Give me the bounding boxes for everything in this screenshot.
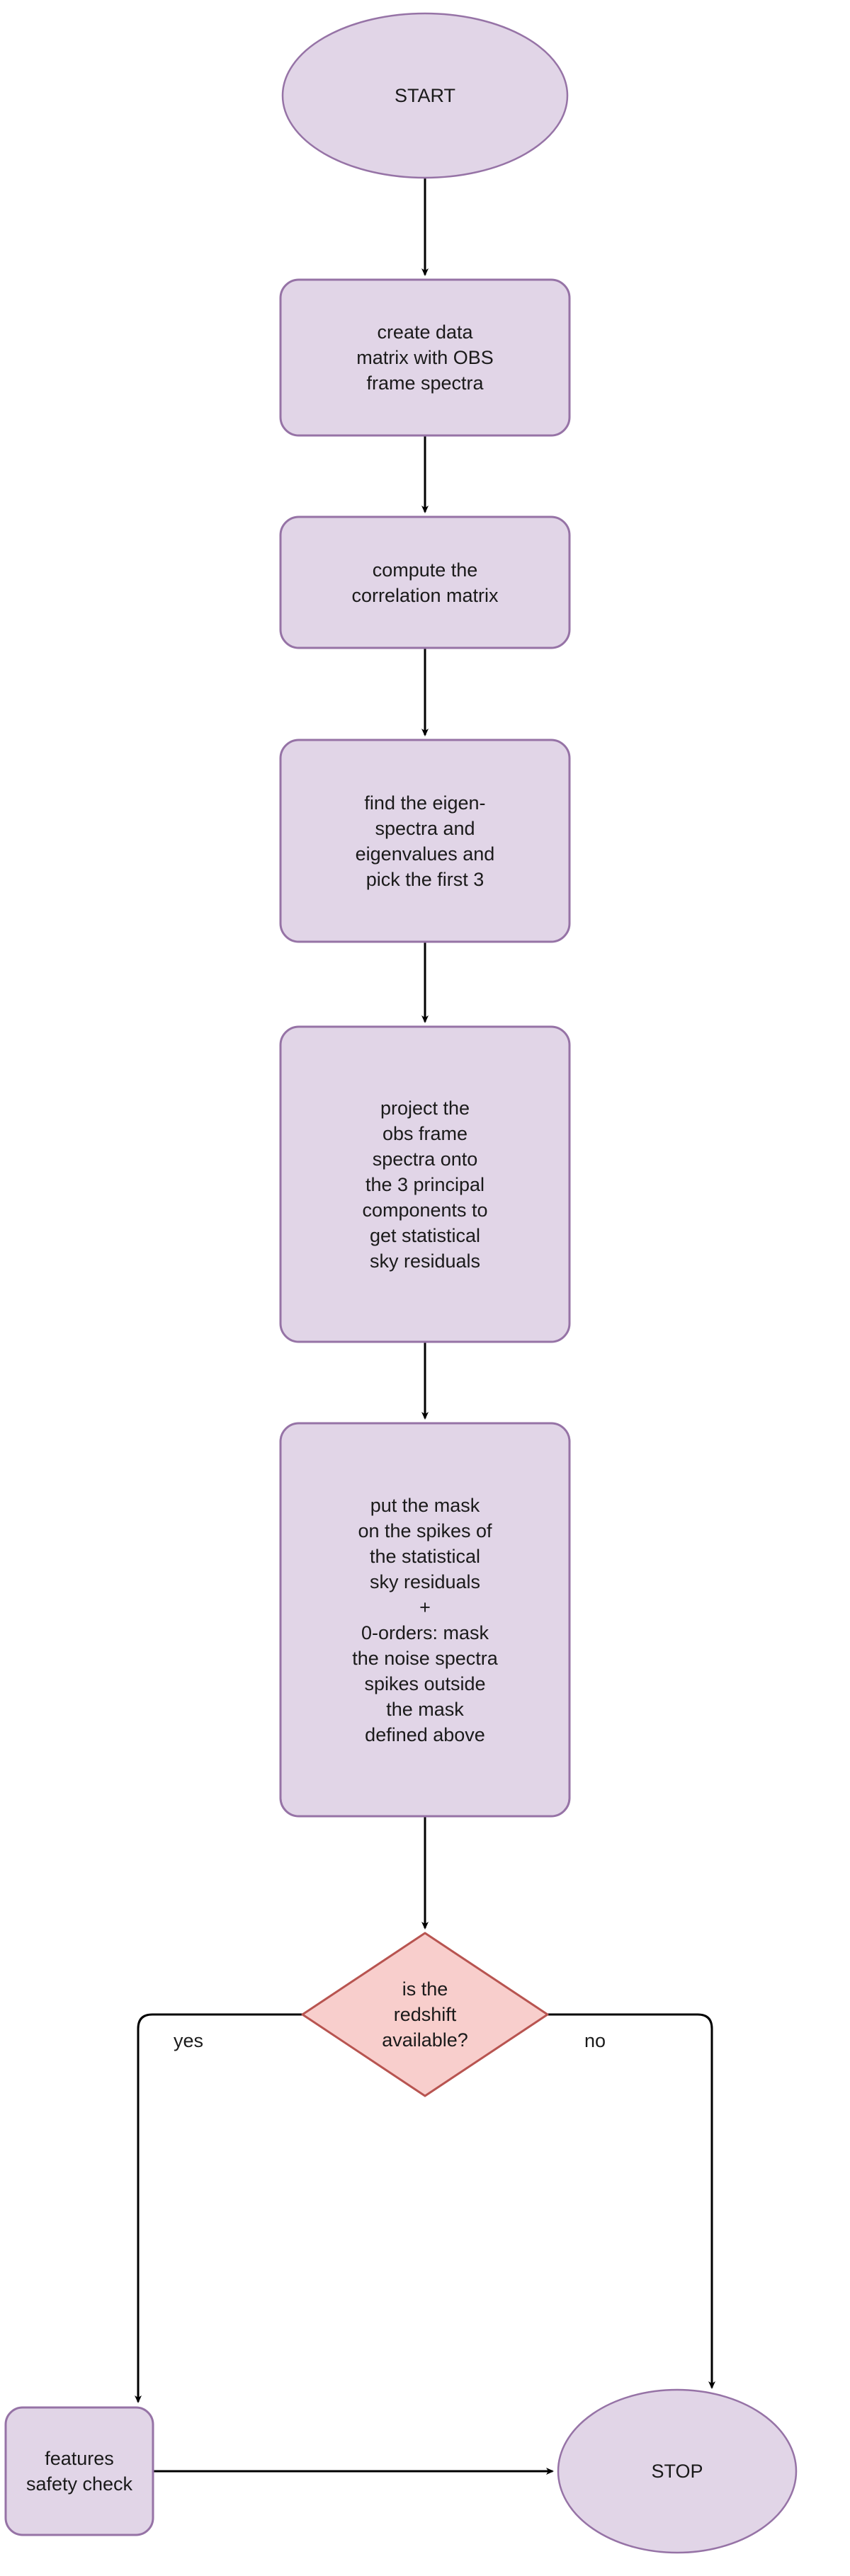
node-features-safety-check[interactable]: [6, 2407, 153, 2535]
edge-label-yes: yes: [174, 2030, 204, 2051]
edge-decision-yes: [135, 2013, 302, 2403]
node-find-eigenspectra-shape[interactable]: [279, 739, 571, 943]
node-redshift-decision-shape[interactable]: [301, 1932, 549, 2097]
node-start-shape[interactable]: [281, 12, 569, 179]
node-start[interactable]: [283, 13, 567, 178]
node-find-eigenspectra[interactable]: [280, 740, 570, 942]
node-create-data-matrix[interactable]: [280, 280, 570, 435]
node-put-mask[interactable]: [280, 1423, 570, 1816]
node-create-data-matrix-shape[interactable]: [279, 278, 571, 437]
node-project-spectra[interactable]: [280, 1027, 570, 1342]
node-compute-correlation-matrix-shape[interactable]: [279, 515, 571, 649]
node-put-mask-shape[interactable]: [279, 1422, 571, 1818]
node-compute-correlation-matrix[interactable]: [280, 517, 570, 648]
edge-decision-no: [548, 2013, 715, 2389]
node-features-safety-check-shape[interactable]: [4, 2406, 154, 2536]
edge-label-no: no: [584, 2030, 606, 2051]
node-project-spectra-shape[interactable]: [279, 1025, 571, 1343]
node-stop-shape[interactable]: [557, 2388, 798, 2554]
node-stop[interactable]: [558, 2390, 796, 2553]
node-redshift-decision[interactable]: [302, 1933, 548, 2096]
